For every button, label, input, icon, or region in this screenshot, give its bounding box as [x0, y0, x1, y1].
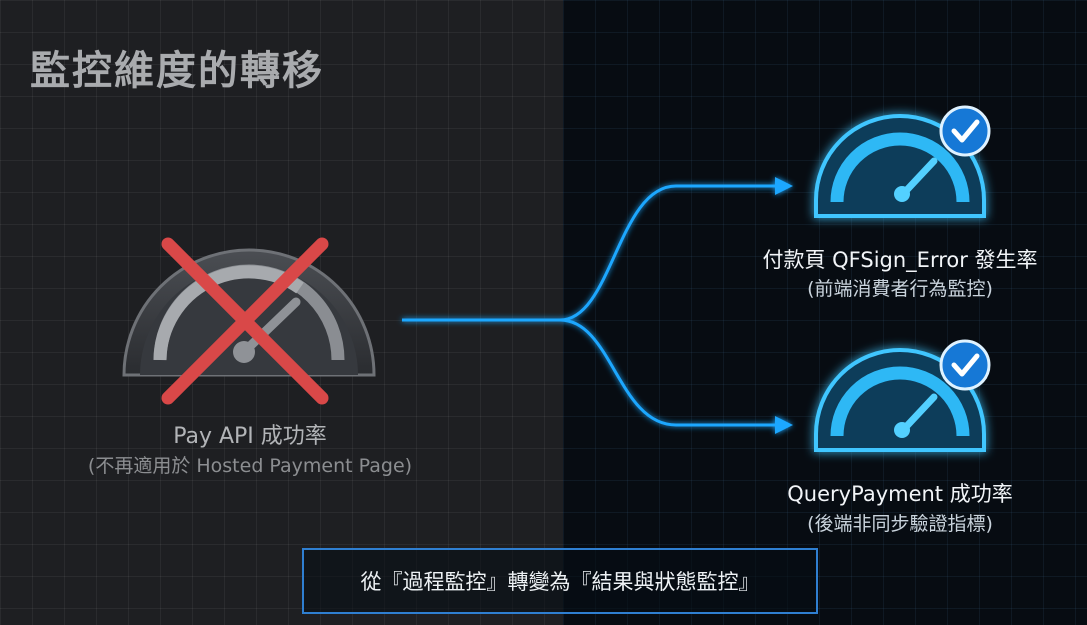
- new-metric-2-label: QueryPayment 成功率: [787, 482, 1013, 506]
- old-gauge-icon: [122, 248, 376, 377]
- checkmark-icon: [939, 105, 991, 157]
- checkmark-icon: [939, 339, 991, 391]
- cross-out-icon: [161, 237, 329, 405]
- page-title: 監控維度的轉移: [30, 48, 324, 94]
- summary-banner: 從『過程監控』轉變為『結果與狀態監控』: [302, 548, 818, 614]
- old-metric-note: (不再適用於 Hosted Payment Page): [87, 455, 413, 477]
- branch-connector: [402, 177, 793, 434]
- right-panel-background: [563, 0, 1087, 625]
- new-metric-1-label: 付款頁 QFSign_Error 發生率: [762, 248, 1038, 272]
- new-metric-2-note: (後端非同步驗證指標): [807, 513, 993, 535]
- new-metric-1-note: (前端消費者行為監控): [807, 278, 993, 300]
- old-metric-label: Pay API 成功率: [173, 424, 327, 449]
- summary-text: 從『過程監控』轉變為『結果與狀態監控』: [360, 570, 760, 594]
